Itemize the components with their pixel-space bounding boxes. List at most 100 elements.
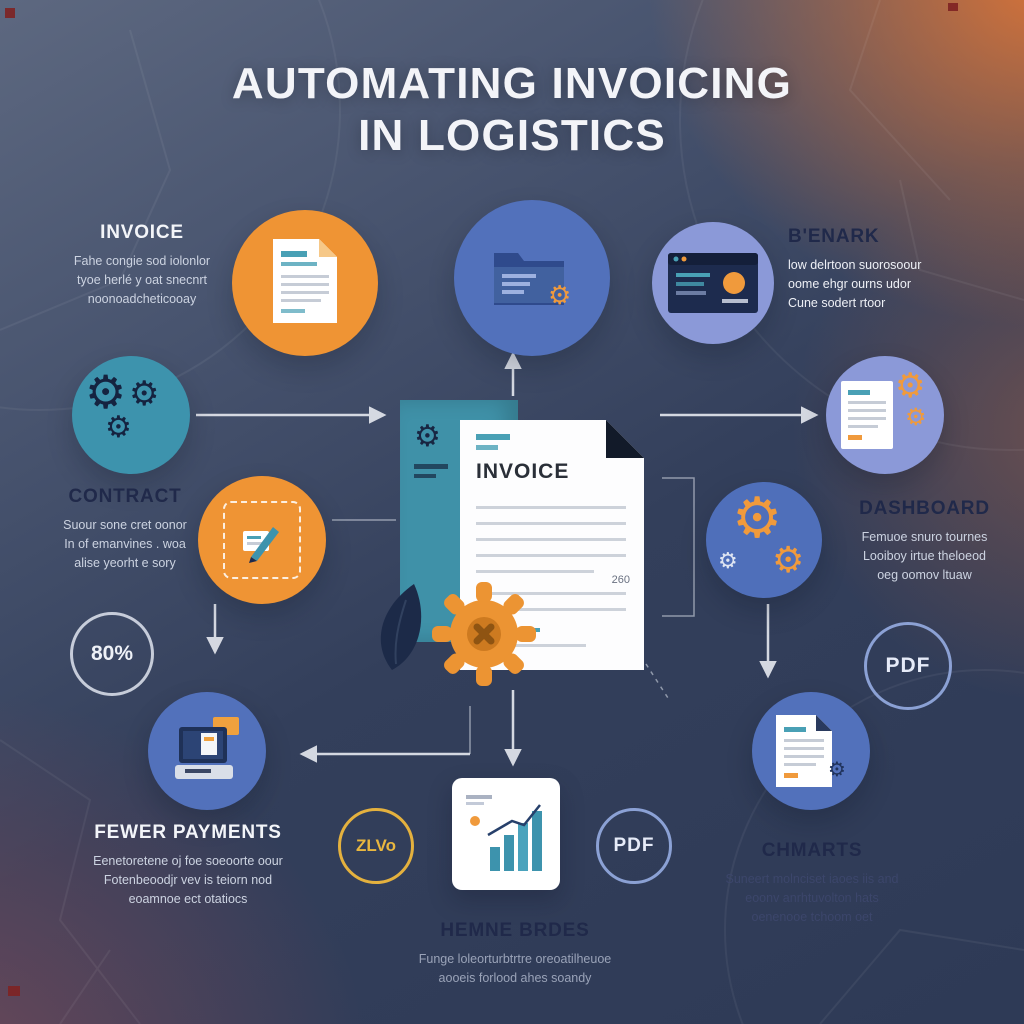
- folded-corner: [606, 420, 644, 458]
- pdf-label: PDF: [613, 835, 655, 856]
- document-gears-node-circle: ⚙ ⚙: [826, 356, 944, 474]
- invoice-node-circle: [232, 210, 378, 356]
- gear-icon: ⚙: [548, 281, 572, 311]
- description-line: aooeis forlood ahes soandy: [438, 970, 592, 985]
- page-title: AUTOMATING INVOICING IN LOGISTICS: [0, 58, 1024, 162]
- fewer-payments-label: FEWER PAYMENTS: [94, 822, 282, 843]
- report-document-icon: ⚙: [772, 713, 850, 789]
- invoice-paper-title: INVOICE: [476, 460, 570, 483]
- pdf-label: PDF: [885, 654, 931, 677]
- gears-icon: ⚙ ⚙ ⚙: [83, 369, 179, 457]
- text-line: [476, 554, 626, 557]
- gear-icon: ⚙: [895, 366, 926, 406]
- description-line: Suneert molnciset iaoes iis and: [725, 872, 899, 886]
- invoice-text-block: INVOICE Fahe congie sod iolonlor tyoe he…: [52, 222, 232, 308]
- description-line: oenenooe tchoom oet: [751, 909, 873, 924]
- gear-icon: ⚙: [718, 549, 738, 574]
- orange-gears-icon: ⚙ ⚙ ⚙: [718, 491, 810, 585]
- text-line: [476, 608, 626, 611]
- description-line: Fotenbeoodjr vev is teiorn nod: [103, 872, 273, 887]
- description-line: Femuoe snuro tournes: [861, 530, 988, 544]
- chmarts-label: CHMARTS: [761, 840, 863, 861]
- description-line: low delrtoon suorosoour: [788, 258, 922, 272]
- description-line: eoonv anrhtuvolton hats: [745, 890, 879, 905]
- contract-description: Suour sone cret oonor In of emanvines . …: [30, 516, 220, 572]
- gear-icon: ⚙: [129, 374, 160, 414]
- gear-icon-large: [432, 582, 536, 691]
- leaf-icon: [362, 580, 454, 681]
- gear-icon: ⚙: [105, 410, 132, 445]
- pdf-badge-bottom: PDF: [596, 808, 672, 884]
- description-line: oeg oomov ltuaw: [877, 567, 972, 582]
- benark-description: low delrtoon suorosoour oome ehgr ourns …: [788, 256, 1003, 312]
- signature-pen-icon: [223, 501, 301, 579]
- description-line: Suour sone cret oonor: [63, 518, 187, 532]
- description-line: Fahe congie sod iolonlor: [73, 254, 211, 268]
- description-line: Eenetoretene oj foe soeoorte oour: [93, 854, 283, 868]
- chmarts-description: Suneert molnciset iaoes iis and eoonv an…: [682, 870, 942, 926]
- description-line: tyoe herlé y oat snecnrt: [77, 272, 207, 287]
- bar-chart-card: [452, 778, 560, 890]
- hemne-text-block: HEMNE BRDES Funge loleorturbtrtre oreoat…: [350, 920, 680, 988]
- fewer-payments-description: Eenetoretene oj foe soeoorte oour Fotenb…: [48, 852, 328, 908]
- page-title-line-2: IN LOGISTICS: [358, 110, 666, 160]
- workstation-printer-icon: [173, 716, 241, 786]
- dashboard-description: Femuoe snuro tournes Looiboy irtue thelo…: [832, 528, 1017, 584]
- text-line: [476, 522, 626, 525]
- hemne-label: HEMNE BRDES: [440, 920, 590, 941]
- gears-node-circle: ⚙ ⚙ ⚙: [72, 356, 190, 474]
- fewer-payments-text-block: FEWER PAYMENTS Eenetoretene oj foe soeoo…: [48, 822, 328, 908]
- pdf-badge-right: PDF: [864, 622, 952, 710]
- gear-icon: ⚙: [905, 403, 927, 431]
- invoice-number: 260: [611, 574, 630, 586]
- percent-badge: 80%: [70, 612, 154, 696]
- letterhead-line: [476, 434, 510, 440]
- page-title-line-1: AUTOMATING INVOICING: [231, 59, 793, 108]
- stamp-label: ZLVo: [356, 836, 396, 855]
- contract-label: CONTRACT: [68, 486, 182, 507]
- description-line: oome ehgr ourns udor: [788, 276, 911, 291]
- text-line: [476, 644, 586, 647]
- description-line: Cune sodert rtoor: [788, 295, 886, 310]
- invoice-label: INVOICE: [100, 222, 184, 243]
- description-line: Funge loleorturbtrtre oreoatilheuoe: [418, 952, 612, 966]
- gear-icon: ⚙: [772, 540, 805, 581]
- document-gears-icon: ⚙ ⚙: [839, 369, 931, 455]
- chmarts-text-block: CHMARTS Suneert molnciset iaoes iis and …: [682, 840, 942, 926]
- description-line: Looiboy irtue theloeod: [862, 548, 986, 563]
- stamp-badge: ZLVo: [338, 808, 414, 884]
- text-line: [476, 506, 626, 509]
- gear-icon: ⚙: [414, 419, 441, 454]
- central-invoice-graphic: ⚙ INVOICE 260: [356, 384, 666, 689]
- workstation-node-circle: [148, 692, 266, 810]
- benark-label: B'ENARK: [788, 226, 880, 247]
- hemne-description: Funge loleorturbtrtre oreoatilheuoe aooe…: [350, 950, 680, 988]
- browser-node-circle: [652, 222, 774, 344]
- panel-mark: [414, 474, 436, 478]
- description-line: noonoadcheticooay: [87, 291, 197, 306]
- folder-gear-icon: ⚙: [486, 239, 578, 317]
- signature-node-circle: [198, 476, 326, 604]
- description-line: In of emanvines . woa: [64, 536, 186, 551]
- text-line: [476, 570, 594, 573]
- folder-node-circle: ⚙: [454, 200, 610, 356]
- dashboard-label: DASHBOARD: [859, 498, 990, 519]
- bar-chart-icon: [462, 789, 550, 880]
- text-line: [476, 538, 626, 541]
- panel-mark: [414, 464, 448, 469]
- description-line: eoamnoe ect otatiocs: [128, 891, 248, 906]
- text-line: [476, 592, 626, 595]
- description-line: alise yeorht e sory: [74, 555, 176, 570]
- automation-gears-node-circle: ⚙ ⚙ ⚙: [706, 482, 822, 598]
- invoice-description: Fahe congie sod iolonlor tyoe herlé y oa…: [52, 252, 232, 308]
- report-node-circle: ⚙: [752, 692, 870, 810]
- invoice-document-icon: [273, 238, 337, 328]
- letterhead-line: [476, 445, 498, 450]
- gear-icon: ⚙: [732, 486, 783, 551]
- benark-text-block: B'ENARK low delrtoon suorosoour oome ehg…: [788, 226, 1003, 312]
- browser-dashboard-icon: [668, 253, 758, 313]
- gear-icon: ⚙: [828, 757, 846, 781]
- gear-icon: ⚙: [85, 365, 127, 419]
- percent-value: 80%: [90, 642, 134, 665]
- contract-text-block: CONTRACT Suour sone cret oonor In of ema…: [30, 486, 220, 572]
